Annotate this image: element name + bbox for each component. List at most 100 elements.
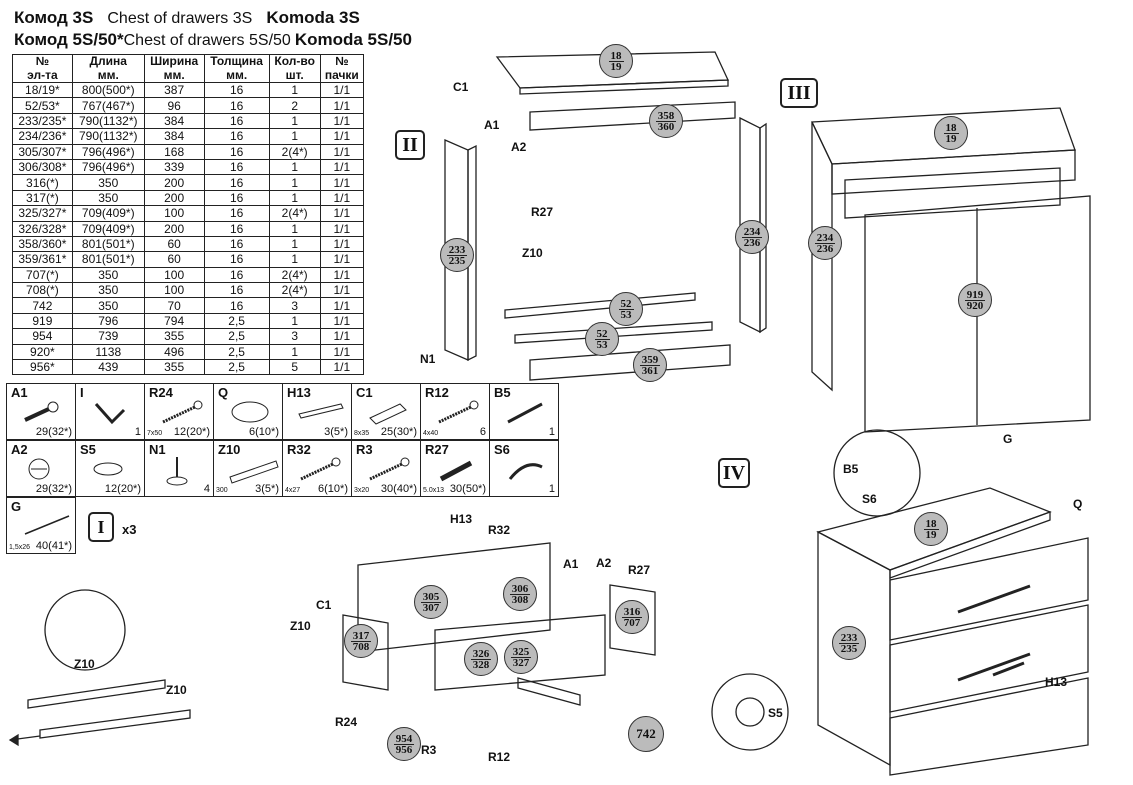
part-number: 325: [510, 645, 532, 658]
callout-label: R24: [335, 715, 358, 729]
part-number: 328: [472, 658, 490, 671]
part-number: 19: [925, 528, 937, 541]
table-cell: 439: [71, 359, 145, 376]
table-cell: 1/1: [319, 328, 365, 345]
table-cell: 2,5: [203, 312, 270, 330]
part-number: 234: [814, 231, 836, 244]
part-number: 236: [816, 242, 834, 255]
hardware-qty: 4: [203, 483, 210, 495]
title-ru: Комод 5S/50*: [14, 30, 124, 49]
table-cell: 1/1: [319, 359, 365, 376]
table-cell: 1138: [71, 343, 145, 361]
table-cell: 1/1: [319, 312, 365, 330]
part-badge-742: 742: [628, 716, 664, 752]
table-cell: 1/1: [319, 97, 365, 114]
table-cell: 709(409*): [71, 205, 145, 222]
table-cell: 1/1: [319, 158, 365, 176]
hardware-code: N1: [149, 442, 166, 457]
table-cell: 1/1: [319, 251, 365, 268]
callout-label: A1: [484, 118, 500, 132]
drawer-2-drawing: [889, 604, 1089, 713]
hardware-size: 4x27: [285, 487, 301, 494]
hardware-qty: 1: [548, 483, 555, 495]
callout-label: C1: [316, 598, 332, 612]
callout-label: H13: [450, 512, 473, 526]
table-cell: 70: [143, 297, 205, 314]
hardware-code: G: [11, 499, 22, 514]
table-cell: 1/1: [319, 112, 365, 130]
hardware-size: 5.0x13: [423, 487, 445, 494]
column-header: №: [12, 54, 73, 69]
part-number: 956: [395, 743, 413, 756]
table-cell: 2,5: [203, 359, 270, 376]
hardware-code: R24: [149, 385, 173, 400]
hardware-code: A1: [11, 385, 28, 400]
table-cell: 1/1: [319, 266, 365, 284]
hardware-size: 300: [216, 487, 228, 494]
callout-label: R32: [488, 523, 511, 537]
part-number: 52: [618, 297, 634, 310]
part-number: 360: [657, 120, 675, 133]
column-header: Ширина: [143, 54, 205, 69]
table-cell: 16: [203, 112, 270, 130]
part-number: 233: [838, 631, 860, 644]
part-number: 18: [608, 49, 624, 62]
table-cell: 355: [143, 359, 205, 376]
table-cell: 1/1: [319, 128, 365, 145]
table-cell: 16: [203, 158, 270, 176]
part-number: 236: [743, 236, 761, 249]
hardware-code: R27: [425, 442, 449, 457]
table-cell: 5: [268, 359, 321, 376]
table-header-row: № Длина Ширина Толщина Кол-во №: [12, 54, 365, 69]
hardware-code: Q: [218, 385, 229, 400]
table-cell: 355: [143, 328, 205, 345]
hardware-qty: 40(41*): [35, 540, 72, 552]
hardware-qty: 25(30*): [380, 426, 417, 438]
hardware-code: I: [80, 385, 84, 400]
hardware-code: C1: [356, 385, 373, 400]
part-number: 234: [741, 225, 763, 238]
callout-label: S6: [862, 492, 877, 506]
table-cell: 387: [143, 81, 205, 99]
hardware-qty: 1: [134, 426, 141, 438]
hardware-qty: 6: [479, 426, 486, 438]
table-cell: 1: [268, 343, 321, 361]
hardware-item: N1 4: [144, 440, 214, 497]
hardware-code: R12: [425, 385, 449, 400]
part-number: 52: [594, 327, 610, 340]
callout-label: R12: [488, 750, 511, 764]
part-number: 316: [621, 605, 643, 618]
hardware-qty: 3(5*): [255, 483, 279, 495]
table-cell: 2,5: [203, 328, 270, 345]
parts-table: № Длина Ширина Толщина Кол-во № эл-та мм…: [12, 54, 365, 376]
callout-label: A2: [511, 140, 527, 154]
callout-label: N1: [420, 352, 436, 366]
title-pl: Komoda 5S/50: [294, 30, 412, 49]
callout-label: B5: [843, 462, 859, 476]
table-cell: 920*: [12, 343, 73, 361]
hex-key-count: x3: [122, 522, 137, 537]
callout-label: Z10: [290, 619, 311, 633]
table-cell: 96: [143, 97, 205, 114]
